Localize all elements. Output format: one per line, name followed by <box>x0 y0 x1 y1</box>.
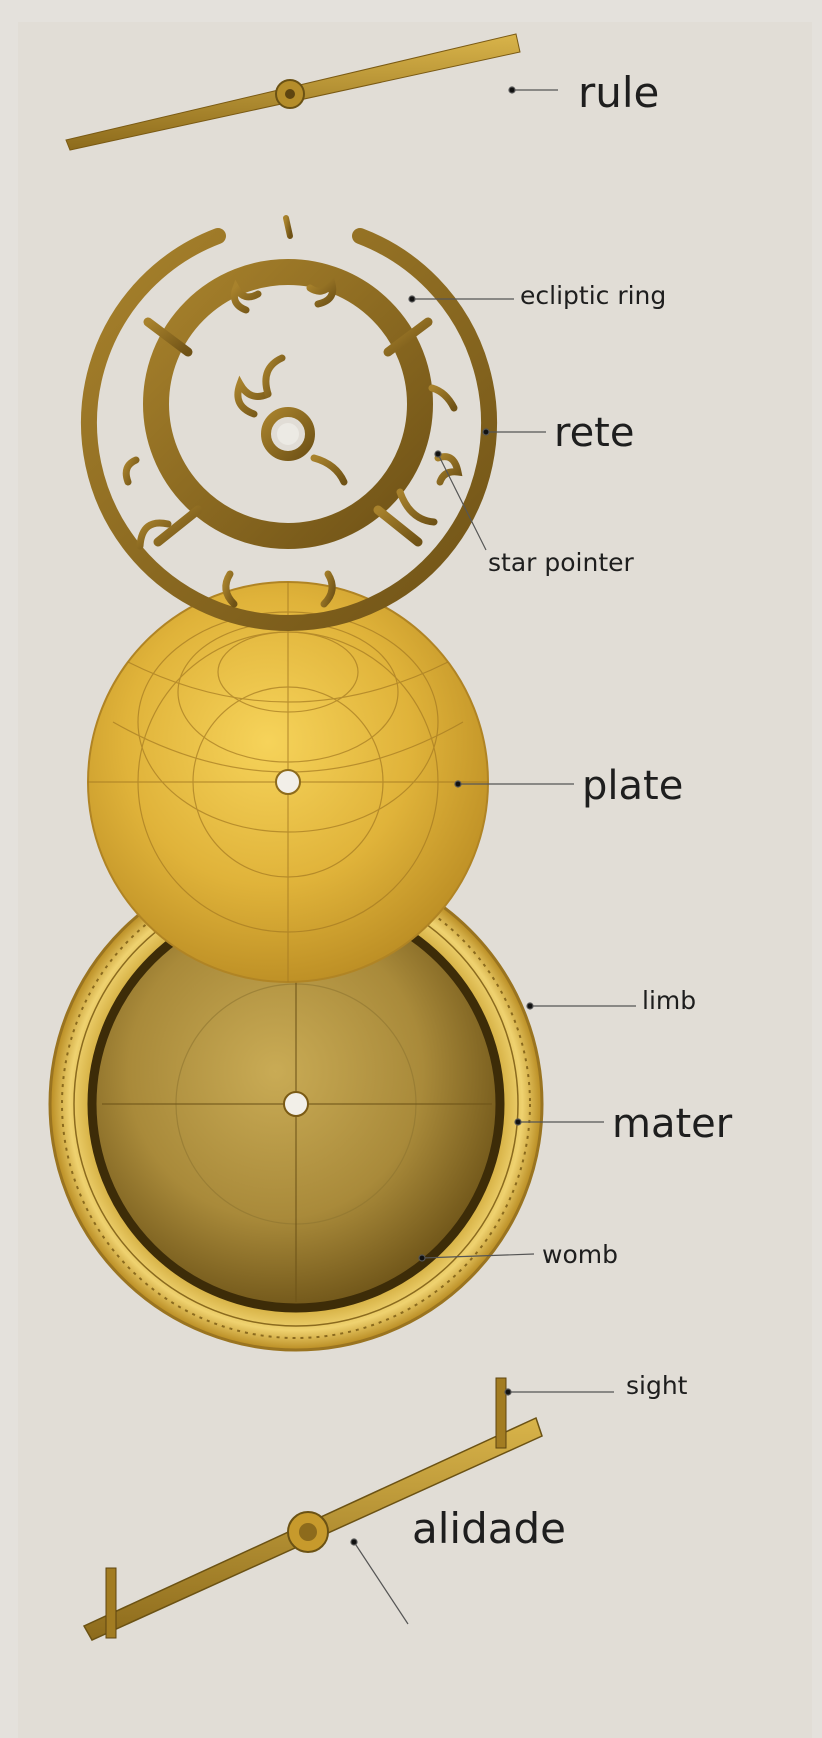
label-rete: rete <box>554 413 634 453</box>
label-sight: sight <box>626 1373 688 1398</box>
astrolabe-illustration <box>18 22 812 1738</box>
label-mater: mater <box>612 1104 732 1144</box>
label-womb: womb <box>542 1242 618 1267</box>
label-ecliptic-ring: ecliptic ring <box>520 283 666 308</box>
rule-piece <box>66 34 520 150</box>
label-limb: limb <box>642 988 696 1013</box>
label-plate: plate <box>582 766 683 806</box>
astrolabe-diagram: rule ecliptic ring rete star pointer pla… <box>18 22 812 1738</box>
plate-piece <box>88 582 488 982</box>
label-star-pointer: star pointer <box>488 550 634 575</box>
label-rule: rule <box>578 72 659 114</box>
label-alidade: alidade <box>412 1508 566 1550</box>
